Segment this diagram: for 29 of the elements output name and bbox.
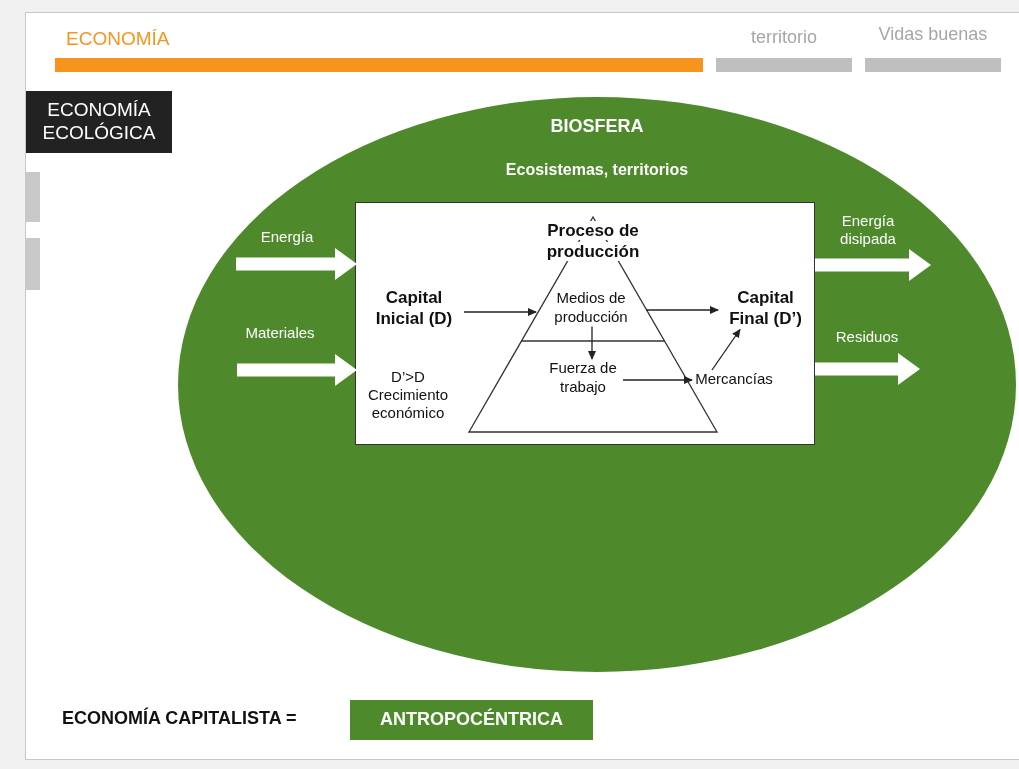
arrow <box>711 328 741 371</box>
node-text: Medios de producción <box>536 289 646 327</box>
arrow <box>588 325 596 360</box>
arrow <box>463 308 537 316</box>
tab: ECONOMÍA <box>55 28 703 72</box>
section-heading: ECONOMÍA ECOLÓGICA <box>26 91 172 153</box>
node-text: Mercancías <box>692 370 776 389</box>
block-arrow <box>815 249 931 281</box>
arrow <box>645 306 719 314</box>
edge-label: Energía disipada <box>839 212 897 248</box>
highlight-label: ANTROPOCÉNTRICA <box>350 700 593 740</box>
ellipse-subtitle: Ecosistemas, territorios <box>504 160 690 180</box>
block-arrow <box>236 248 357 280</box>
block-arrow <box>237 354 357 386</box>
node-text: Capital Final (D’) <box>718 287 813 330</box>
node-text: Capital Inicial (D) <box>364 287 464 330</box>
heading-text: ECONOMÍA CAPITALISTA = <box>62 708 298 730</box>
note-text: D’>D Crecimiento económico <box>367 368 449 422</box>
node-text: Fuerza de trabajo <box>543 359 623 397</box>
triangle-title: Proceso de producción <box>545 220 641 263</box>
edge-label: Materiales <box>244 324 316 342</box>
block-arrow <box>815 353 920 385</box>
tab: Vidas buenas <box>865 24 1001 72</box>
edge-label: Residuos <box>834 328 900 346</box>
process-box <box>355 202 815 445</box>
arrow <box>622 376 693 384</box>
edge-label: Energía <box>259 228 315 246</box>
tab: territorio <box>716 27 852 72</box>
ellipse-title: BIOSFERA <box>549 115 645 138</box>
